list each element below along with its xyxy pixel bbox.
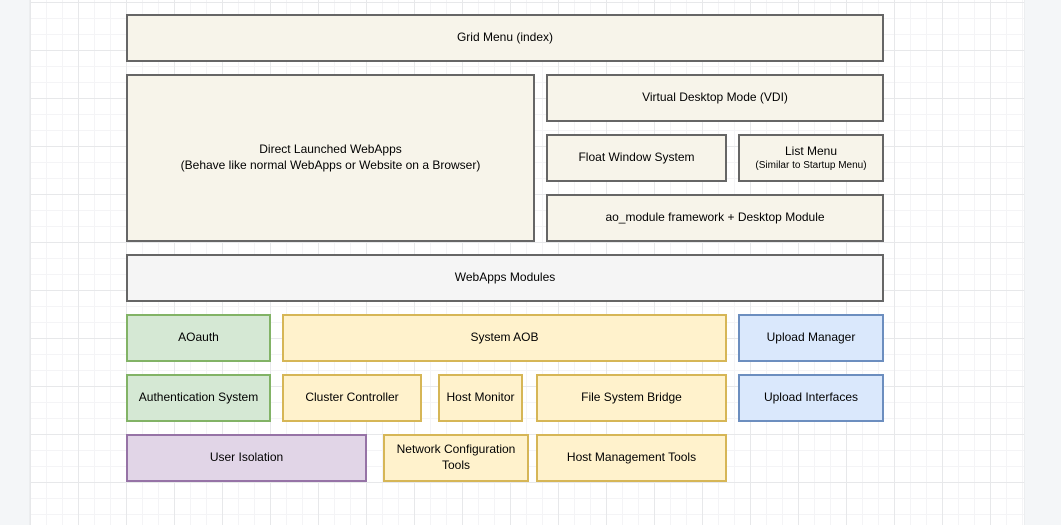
shape-cluster-controller-label: Cluster Controller [305, 390, 398, 406]
shape-authentication-system-label: Authentication System [139, 390, 258, 406]
shape-direct-launched-webapps[interactable]: Direct Launched WebApps (Behave like nor… [126, 74, 535, 242]
shape-list-menu-label: List Menu [785, 144, 837, 160]
shape-file-system-bridge[interactable]: File System Bridge [536, 374, 727, 422]
shape-grid-menu-label: Grid Menu (index) [457, 30, 553, 46]
shape-host-monitor[interactable]: Host Monitor [438, 374, 523, 422]
shape-cluster-controller[interactable]: Cluster Controller [282, 374, 422, 422]
shape-virtual-desktop-mode[interactable]: Virtual Desktop Mode (VDI) [546, 74, 884, 122]
shape-host-management-tools[interactable]: Host Management Tools [536, 434, 727, 482]
shape-ao-module-framework-label: ao_module framework + Desktop Module [605, 210, 824, 226]
shape-grid-menu[interactable]: Grid Menu (index) [126, 14, 884, 62]
shape-network-configuration-tools[interactable]: Network Configuration Tools [383, 434, 529, 482]
shape-user-isolation[interactable]: User Isolation [126, 434, 367, 482]
shape-file-system-bridge-label: File System Bridge [581, 390, 682, 406]
shape-host-monitor-label: Host Monitor [446, 390, 514, 406]
shape-list-menu[interactable]: List Menu (Similar to Startup Menu) [738, 134, 884, 182]
shape-direct-launched-webapps-label: Direct Launched WebApps [259, 142, 402, 158]
shape-upload-manager[interactable]: Upload Manager [738, 314, 884, 362]
shape-direct-launched-webapps-sublabel: (Behave like normal WebApps or Website o… [181, 158, 481, 174]
shape-system-aob-label: System AOB [470, 330, 538, 346]
canvas-right-gutter [1024, 0, 1061, 525]
shape-system-aob[interactable]: System AOB [282, 314, 727, 362]
shape-aoauth[interactable]: AOauth [126, 314, 271, 362]
shape-upload-interfaces-label: Upload Interfaces [764, 390, 858, 406]
shape-list-menu-sublabel: (Similar to Startup Menu) [755, 159, 866, 172]
shape-upload-interfaces[interactable]: Upload Interfaces [738, 374, 884, 422]
shape-aoauth-label: AOauth [178, 330, 219, 346]
shape-ao-module-framework[interactable]: ao_module framework + Desktop Module [546, 194, 884, 242]
canvas-left-gutter [0, 0, 30, 525]
shape-float-window-system[interactable]: Float Window System [546, 134, 727, 182]
shape-authentication-system[interactable]: Authentication System [126, 374, 271, 422]
shape-webapps-modules[interactable]: WebApps Modules [126, 254, 884, 302]
shape-webapps-modules-label: WebApps Modules [455, 270, 556, 286]
shape-host-management-tools-label: Host Management Tools [567, 450, 696, 466]
shape-user-isolation-label: User Isolation [210, 450, 283, 466]
shape-virtual-desktop-mode-label: Virtual Desktop Mode (VDI) [642, 90, 788, 106]
shape-upload-manager-label: Upload Manager [767, 330, 856, 346]
shape-network-configuration-tools-label: Network Configuration Tools [389, 442, 523, 473]
shape-float-window-system-label: Float Window System [578, 150, 694, 166]
